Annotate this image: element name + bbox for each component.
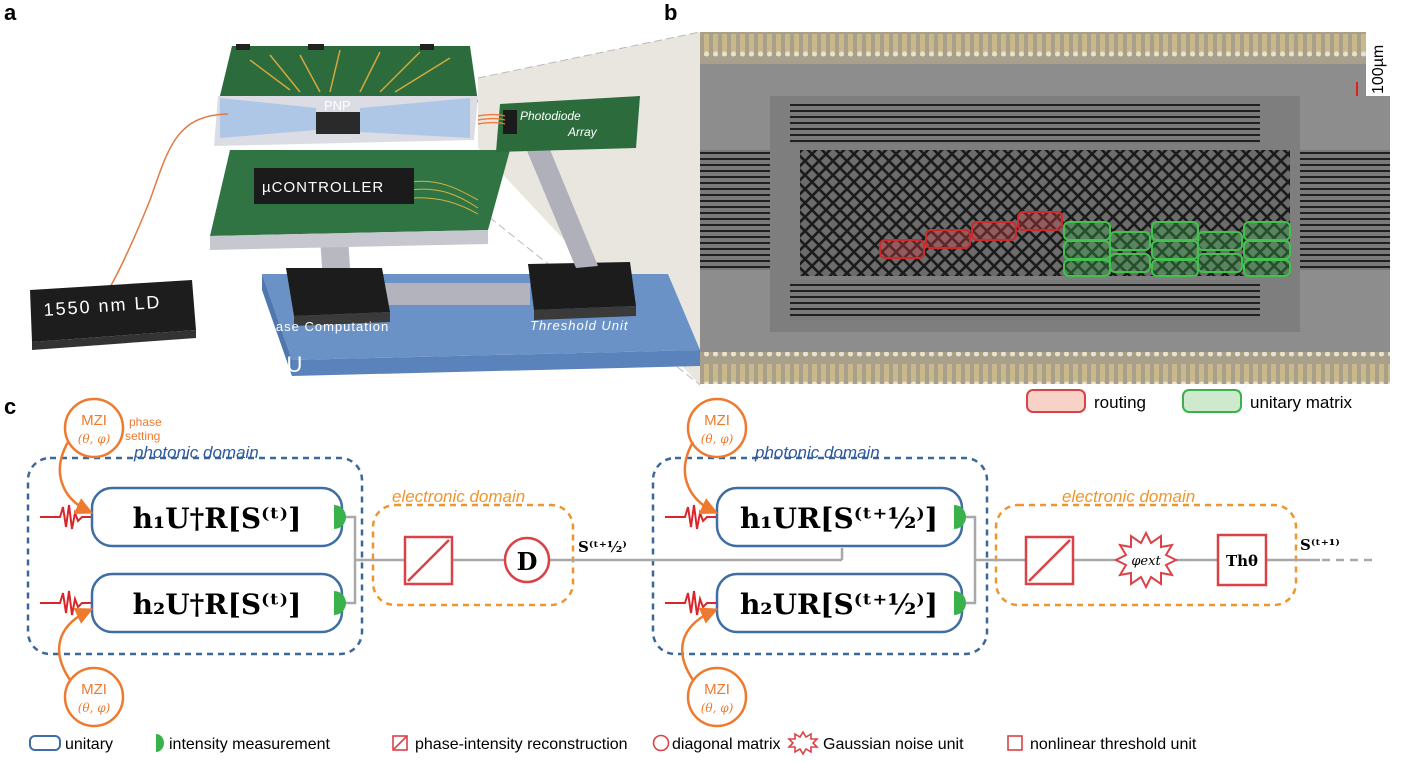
mzi-params: (θ, φ) xyxy=(701,432,734,446)
block-h2-left-label: h₂U†R[S⁽ᵗ⁾] xyxy=(133,588,302,621)
mzi-params: (θ, φ) xyxy=(78,432,111,446)
state-half-label: S⁽ᵗ⁺½⁾ xyxy=(578,538,627,556)
legend-intensity-icon xyxy=(156,734,164,752)
panel-label-b: b xyxy=(664,0,677,25)
block-h1-left-label: h₁U†R[S⁽ᵗ⁾] xyxy=(133,502,302,535)
panel-c-schematic: photonic domain electronic domain photon… xyxy=(26,397,1375,728)
routing-highlights xyxy=(879,211,1063,259)
legend-diagonal-icon xyxy=(652,734,670,752)
legend-threshold-icon xyxy=(1007,735,1023,751)
photodiode-board: Photodiode Array xyxy=(477,96,640,152)
input-pulses xyxy=(40,504,717,616)
scale-bar-label: 100µm xyxy=(1370,45,1387,94)
phase-setting-arrows xyxy=(57,441,719,681)
block-h1-right-label: h₁UR[S⁽ᵗ⁺½⁾] xyxy=(740,502,938,535)
legend-reconstruction-text: phase-intensity reconstruction xyxy=(415,736,628,753)
electronic-domain-label-left: electronic domain xyxy=(392,487,525,506)
mzi-params: (θ, φ) xyxy=(78,701,111,715)
panel-label-a: a xyxy=(4,0,17,25)
panel-label-c: c xyxy=(4,394,16,419)
phase-computation-chip xyxy=(286,268,390,326)
panel-b-micrograph: 100µm xyxy=(700,32,1390,384)
legend-reconstruction-icon xyxy=(392,735,408,751)
legend-unitary-label: unitary matrix xyxy=(1250,393,1353,412)
mzi-top-left: MZI (θ, φ) xyxy=(63,397,125,459)
diagonal-matrix-unit xyxy=(503,536,551,584)
mzi-label: MZI xyxy=(704,412,730,429)
noise-label: φext xyxy=(1131,554,1161,569)
mzi-label: MZI xyxy=(81,681,107,698)
bottom-legend: unitary intensity measurement phase-inte… xyxy=(29,730,1197,756)
legend-threshold-text: nonlinear threshold unit xyxy=(1030,736,1197,753)
legend-diagonal-text: diagonal matrix xyxy=(672,736,781,753)
controller-board: µCONTROLLER xyxy=(210,150,510,250)
legend-unitary-icon xyxy=(29,735,61,751)
threshold-unit xyxy=(1216,533,1268,587)
pnp-label: PNP xyxy=(324,98,351,113)
phase-computation-label: Phase Computation xyxy=(258,319,389,334)
mzi-params: (θ, φ) xyxy=(701,701,734,715)
reconstruction-unit-left xyxy=(403,535,454,586)
electronic-domain-right xyxy=(994,503,1298,607)
mzi-bottom-right: MZI (θ, φ) xyxy=(686,666,748,728)
legend-unitary-text: unitary xyxy=(65,736,113,753)
legend-noise-text: Gaussian noise unit xyxy=(823,736,964,753)
mzi-label: MZI xyxy=(704,681,730,698)
state-next-label: S⁽ᵗ⁺¹⁾ xyxy=(1300,536,1340,554)
phase-setting-label-line1: phase xyxy=(129,415,162,429)
block-h2-right-label: h₂UR[S⁽ᵗ⁺½⁾] xyxy=(740,588,938,621)
threshold-unit-label: Threshold Unit xyxy=(530,318,629,333)
mzi-top-right: MZI (θ, φ) xyxy=(686,397,748,459)
diagonal-matrix-label: D xyxy=(517,547,538,576)
phase-setting-label-line2: setting xyxy=(125,429,160,443)
pnp-board: PNP xyxy=(214,44,478,146)
photonic-domain-label-left: photonic domain xyxy=(133,443,259,462)
photonic-domain-label-right: photonic domain xyxy=(754,443,880,462)
mzi-label: MZI xyxy=(81,412,107,429)
legend-routing-swatch xyxy=(1026,389,1086,413)
photonic-domain-right xyxy=(651,456,989,656)
legend-routing-label: routing xyxy=(1094,393,1146,412)
legend-unitary-swatch xyxy=(1182,389,1242,413)
reconstruction-unit-right xyxy=(1024,535,1075,586)
photodiode-label-line2: Array xyxy=(567,125,598,139)
laser-diode: 1550 nm LD xyxy=(30,280,196,350)
unitary-highlights xyxy=(1063,221,1291,277)
cpu-label: CPU xyxy=(248,352,306,377)
mzi-bottom-left: MZI (θ, φ) xyxy=(63,666,125,728)
threshold-unit-chip xyxy=(528,262,636,320)
electronic-domain-label-right: electronic domain xyxy=(1062,487,1195,506)
intensity-detectors xyxy=(334,505,966,615)
photonic-domain-left xyxy=(26,456,364,656)
legend-intensity-text: intensity measurement xyxy=(169,736,331,753)
signal-lines xyxy=(342,515,1375,605)
controller-label: µCONTROLLER xyxy=(262,179,384,196)
panel-b-legend: routing unitary matrix xyxy=(1026,389,1353,413)
legend-noise-icon xyxy=(787,730,819,756)
electronic-domain-left xyxy=(371,503,575,607)
photodiode-label-line1: Photodiode xyxy=(520,109,581,123)
optical-fiber xyxy=(107,113,229,291)
panel-a-hardware: CPU Phase Computation Threshold Unit µCO… xyxy=(30,31,701,386)
gaussian-noise-unit xyxy=(1113,530,1179,590)
threshold-label: Thθ xyxy=(1226,552,1258,570)
